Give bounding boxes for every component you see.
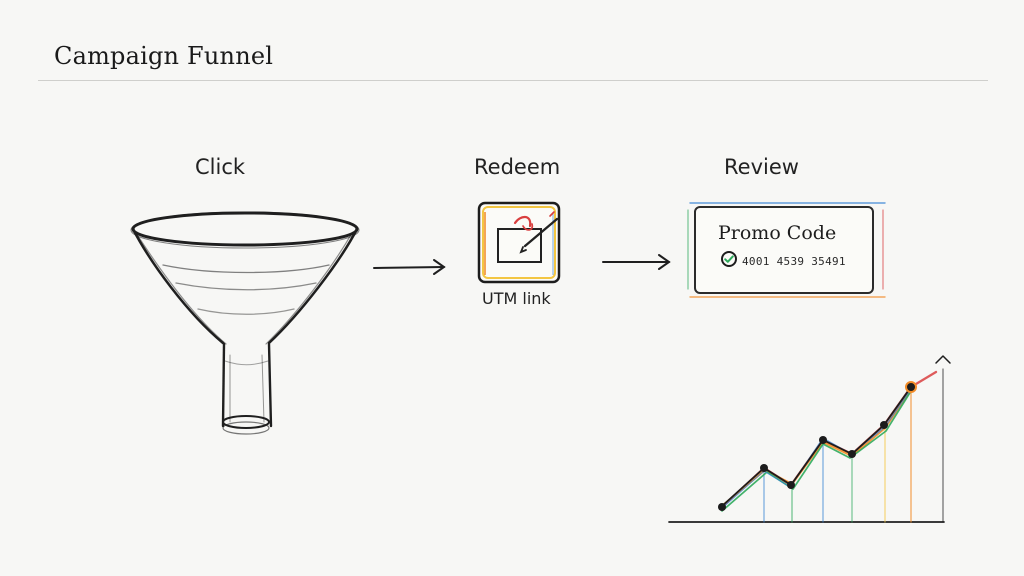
stage-label-click: Click [195,155,246,179]
arrow-right-icon [373,259,446,275]
page-title: Campaign Funnel [54,42,274,70]
check-icon [721,251,737,267]
title-divider [38,80,988,81]
promo-code-value: 4001 4539 35491 [742,255,846,268]
promo-code-card: Promo Code 4001 4539 35491 [694,206,874,294]
arrow-right-icon-2 [602,254,671,270]
stage-label-redeem: Redeem [474,155,561,179]
funnel-icon [130,211,360,435]
promo-code-title: Promo Code [718,222,837,244]
edit-icon [513,211,559,254]
redeem-card [477,201,561,284]
stage-label-review: Review [724,155,799,179]
trend-chart-icon [668,355,951,523]
redeem-utm-link-label: UTM link [482,289,551,308]
